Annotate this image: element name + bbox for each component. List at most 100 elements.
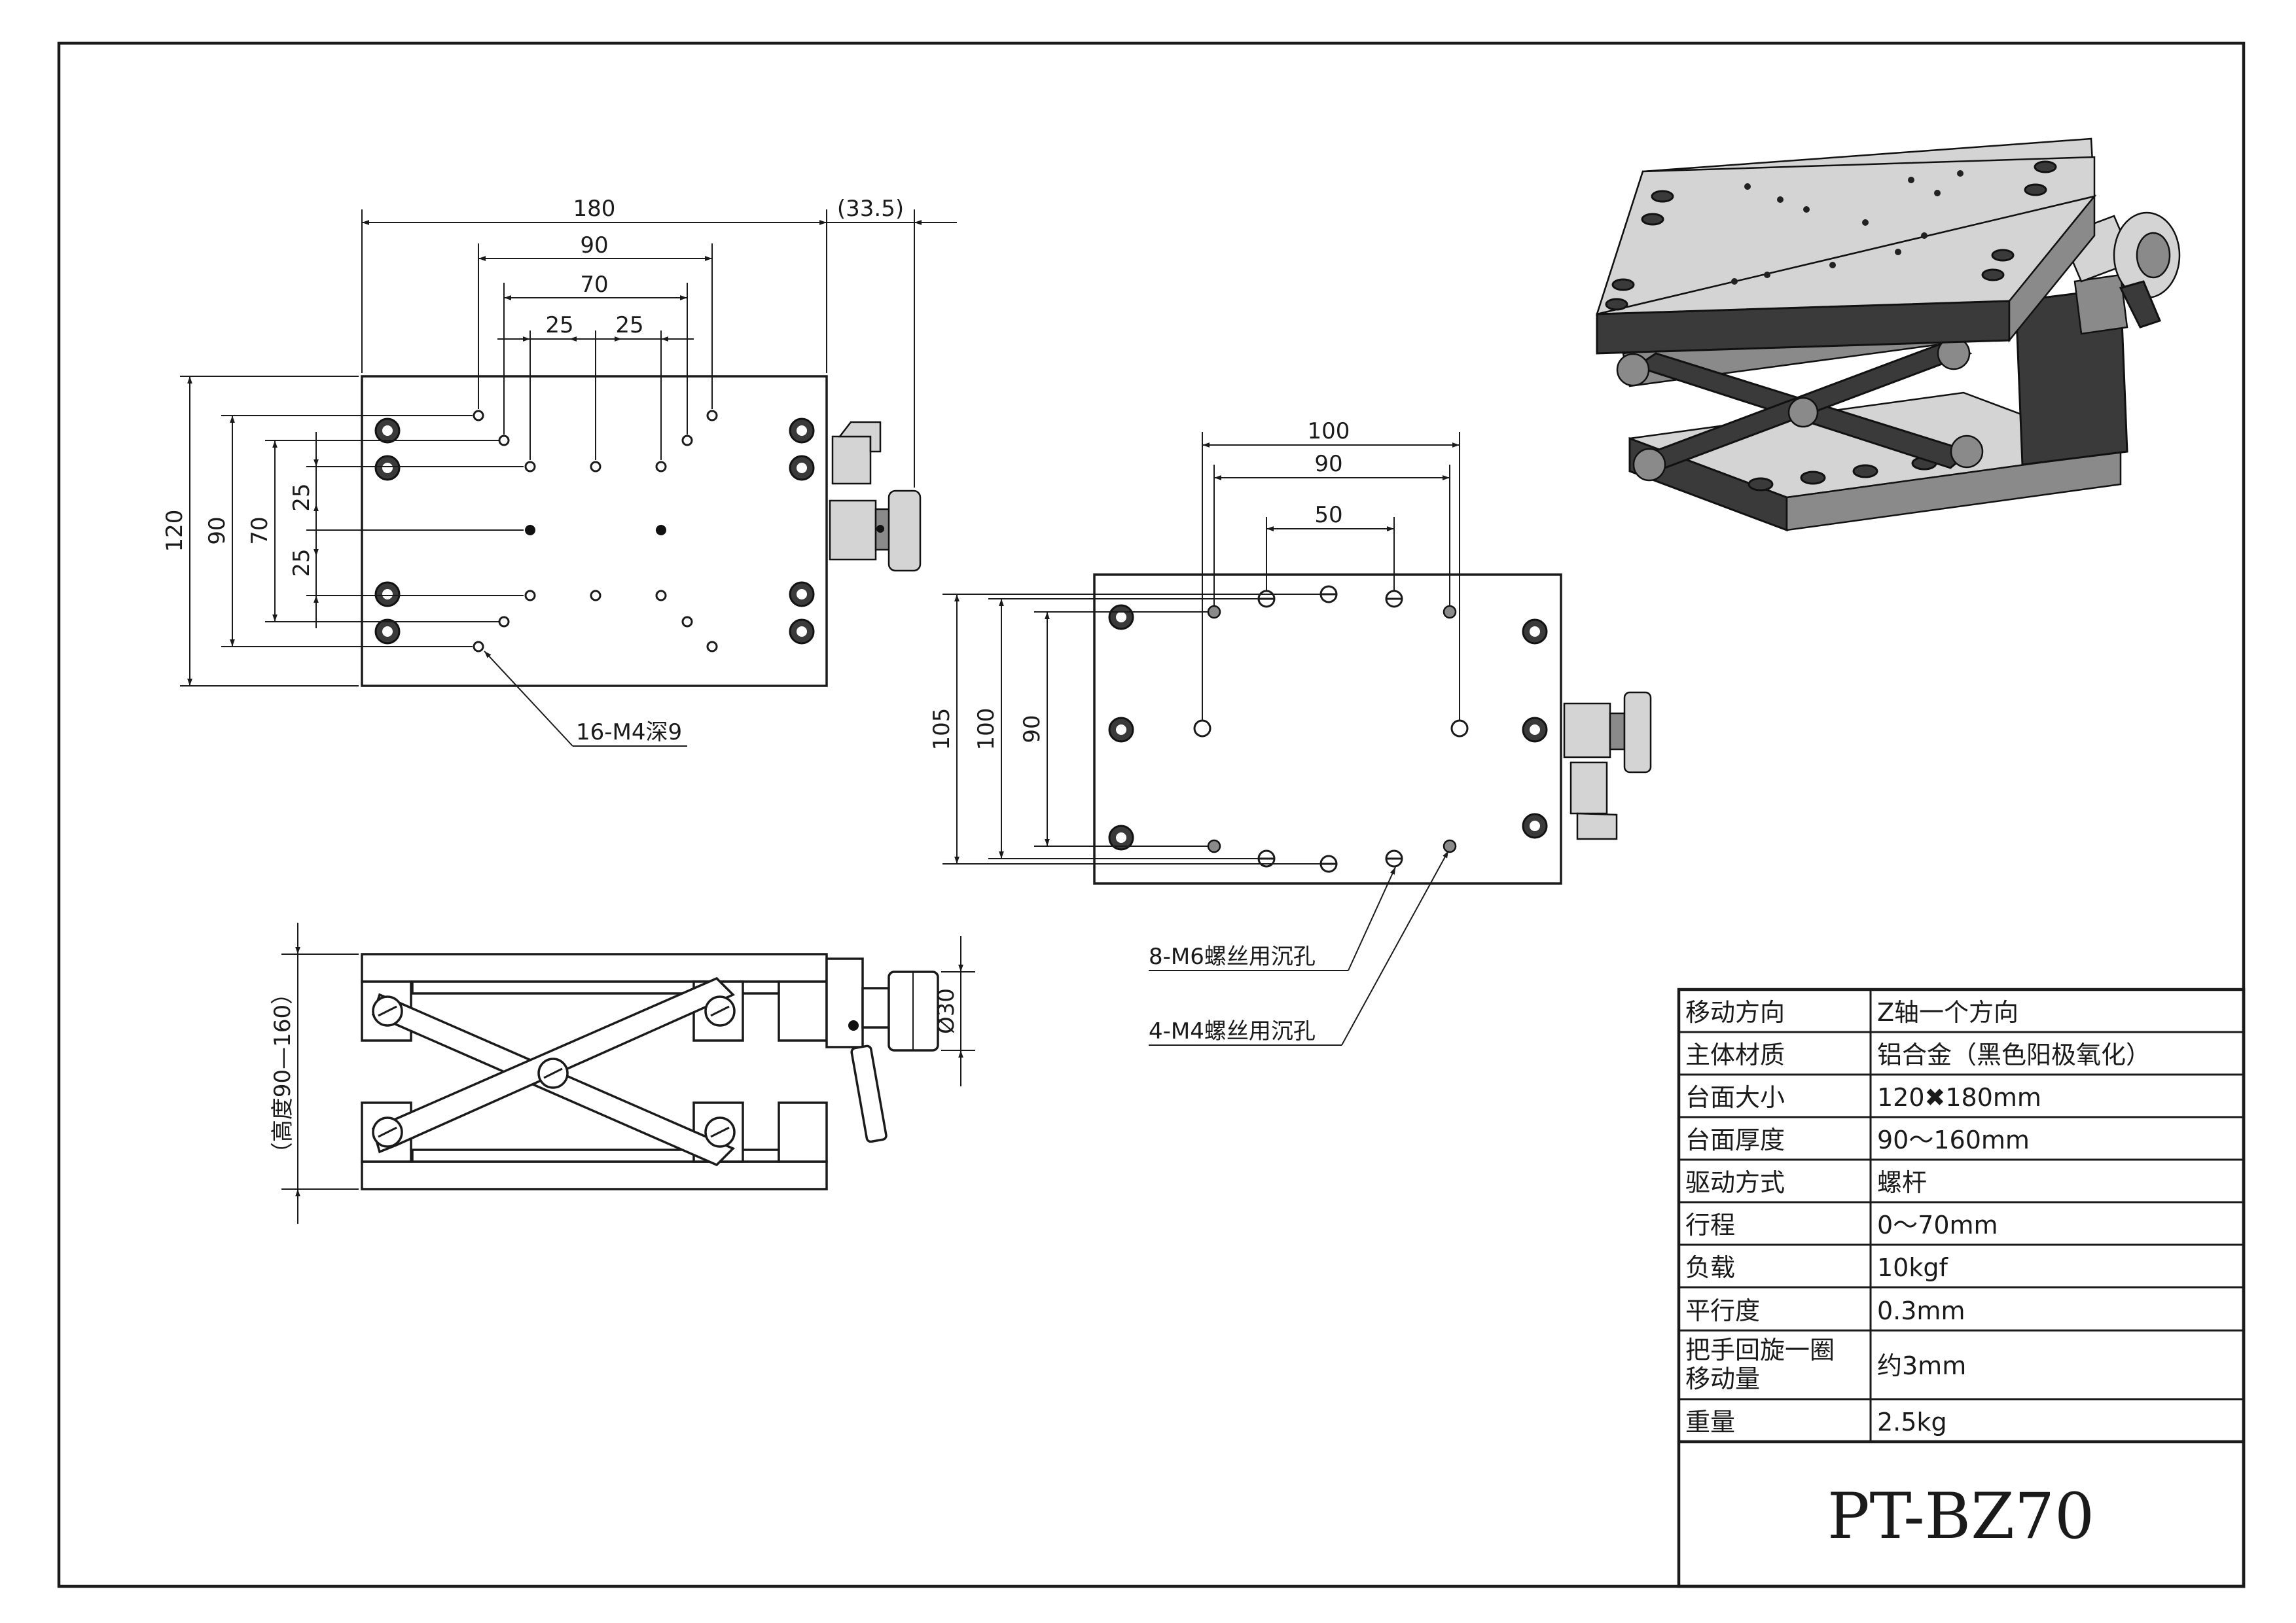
hole xyxy=(524,590,536,601)
spec-label-line: 移动量 xyxy=(1685,1364,1760,1393)
side-motor-block xyxy=(778,980,828,1042)
dim-180: 180 xyxy=(573,196,616,222)
screw xyxy=(1108,604,1134,630)
hole xyxy=(706,410,718,421)
drawing-frame xyxy=(57,41,2246,1588)
scissor-pins xyxy=(372,995,736,1148)
side-bottom-plate xyxy=(361,1160,828,1190)
dim-120: 120 xyxy=(162,510,188,552)
top-view-plate xyxy=(361,375,828,687)
dim-height-range: （高度90—160） xyxy=(270,982,296,1164)
callout-16-m4: 16-M4深9 xyxy=(576,719,682,745)
screw xyxy=(789,618,815,645)
hole xyxy=(590,590,601,601)
callout-leader xyxy=(1348,866,1396,971)
dim-25-v-bottom: 25 xyxy=(289,548,315,577)
top-view-mounting-screws xyxy=(374,418,815,645)
isometric-view-icon xyxy=(1596,137,2181,532)
knob-assembly-icon xyxy=(829,421,922,572)
dim-33-5: (33.5) xyxy=(837,196,904,222)
spec-label-thickness: 台面厚度 xyxy=(1685,1126,1785,1154)
callout-8-m6: 8-M6螺丝用沉孔 xyxy=(1149,944,1316,970)
spec-label-parallelism: 平行度 xyxy=(1685,1296,1760,1325)
top-view-m4-holes xyxy=(473,410,718,652)
side-top-plate xyxy=(361,953,828,983)
center-hole xyxy=(525,525,535,535)
hole xyxy=(473,410,484,421)
hole xyxy=(498,435,510,446)
knob-assembly-icon xyxy=(1563,691,1652,840)
dim-105: 105 xyxy=(929,708,955,751)
hole xyxy=(681,435,693,446)
dim-70: 70 xyxy=(580,272,608,298)
hole xyxy=(655,461,667,473)
dim-90-v: 90 xyxy=(204,516,230,544)
dim-90-v-b: 90 xyxy=(1019,715,1045,743)
counterbore xyxy=(1207,839,1221,853)
spec-label-line: 把手回旋一圈 xyxy=(1685,1336,1835,1364)
bottom-view-dimension-lines xyxy=(954,442,1460,864)
screw xyxy=(1108,717,1134,743)
screw xyxy=(374,455,401,481)
spec-value-drive: 螺杆 xyxy=(1877,1168,1927,1197)
pin xyxy=(537,1058,569,1089)
dim-90-b: 90 xyxy=(1314,451,1342,477)
center-hole xyxy=(656,525,666,535)
dim-90: 90 xyxy=(580,232,608,259)
hole xyxy=(524,461,536,473)
dim-100: 100 xyxy=(1308,418,1350,444)
hole xyxy=(473,641,484,652)
spec-value-load: 10kgf xyxy=(1877,1253,1948,1282)
dim-50: 50 xyxy=(1314,502,1342,528)
pin xyxy=(704,995,736,1027)
screw xyxy=(789,455,815,481)
dim-25-v-top: 25 xyxy=(289,483,315,511)
spec-value-weight: 2.5kg xyxy=(1877,1408,1947,1436)
spec-value-per-turn: 约3mm xyxy=(1877,1351,1966,1380)
pin xyxy=(372,995,403,1027)
side-view-dimension-lines xyxy=(281,923,975,1224)
dim-70-v: 70 xyxy=(247,516,273,544)
top-view-extension-lines xyxy=(180,209,915,687)
screw xyxy=(1522,813,1548,839)
top-view-dimension-lines xyxy=(187,220,957,686)
bottom-view: 100 90 50 105 100 90 8-M6螺丝用沉孔 4-M4螺丝用沉孔 xyxy=(929,418,1652,1046)
screw xyxy=(1108,825,1134,851)
hole xyxy=(655,590,667,601)
screw xyxy=(374,581,401,607)
spec-label-drive: 驱动方式 xyxy=(1685,1168,1785,1197)
bottom-view-plate xyxy=(1093,573,1562,885)
spec-label-material: 主体材质 xyxy=(1685,1041,1785,1069)
screw xyxy=(789,418,815,444)
counterbore xyxy=(1443,605,1457,619)
screw xyxy=(789,581,815,607)
side-view: （高度90—160） Ø30 xyxy=(270,923,975,1224)
spec-value-table-size: 120✖180mm xyxy=(1877,1083,2041,1112)
model-number: PT-BZ70 xyxy=(1827,1480,2094,1553)
dim-25-left: 25 xyxy=(545,312,573,338)
spec-value-material: 铝合金（黑色阳极氧化） xyxy=(1877,1041,2151,1069)
spec-label-travel: 行程 xyxy=(1685,1211,1735,1240)
spec-value-direction: Z轴一个方向 xyxy=(1877,998,2018,1027)
dim-100-v: 100 xyxy=(973,708,999,751)
side-motor-block xyxy=(778,1101,828,1163)
spec-value-travel: 0～70mm xyxy=(1877,1211,1998,1240)
spec-value-thickness: 90～160mm xyxy=(1877,1126,2030,1154)
counterbore xyxy=(1193,719,1211,738)
counterbore xyxy=(1207,605,1221,619)
spec-label-direction: 移动方向 xyxy=(1685,998,1785,1027)
bottom-view-m6-counterbores xyxy=(1193,585,1469,873)
hole xyxy=(498,616,510,628)
hole xyxy=(590,461,601,473)
top-view: 180 (33.5) 90 70 25 25 120 90 70 25 25 1… xyxy=(162,196,957,747)
counterbore xyxy=(1385,590,1403,608)
counterbore xyxy=(1450,719,1469,738)
hole xyxy=(681,616,693,628)
spec-table-grid xyxy=(1679,990,2244,1444)
dim-25-right: 25 xyxy=(615,312,643,338)
screw xyxy=(374,418,401,444)
counterbore xyxy=(1385,849,1403,868)
bottom-view-mounting-screws xyxy=(1108,604,1548,851)
spec-label-table-size: 台面大小 xyxy=(1685,1083,1785,1112)
